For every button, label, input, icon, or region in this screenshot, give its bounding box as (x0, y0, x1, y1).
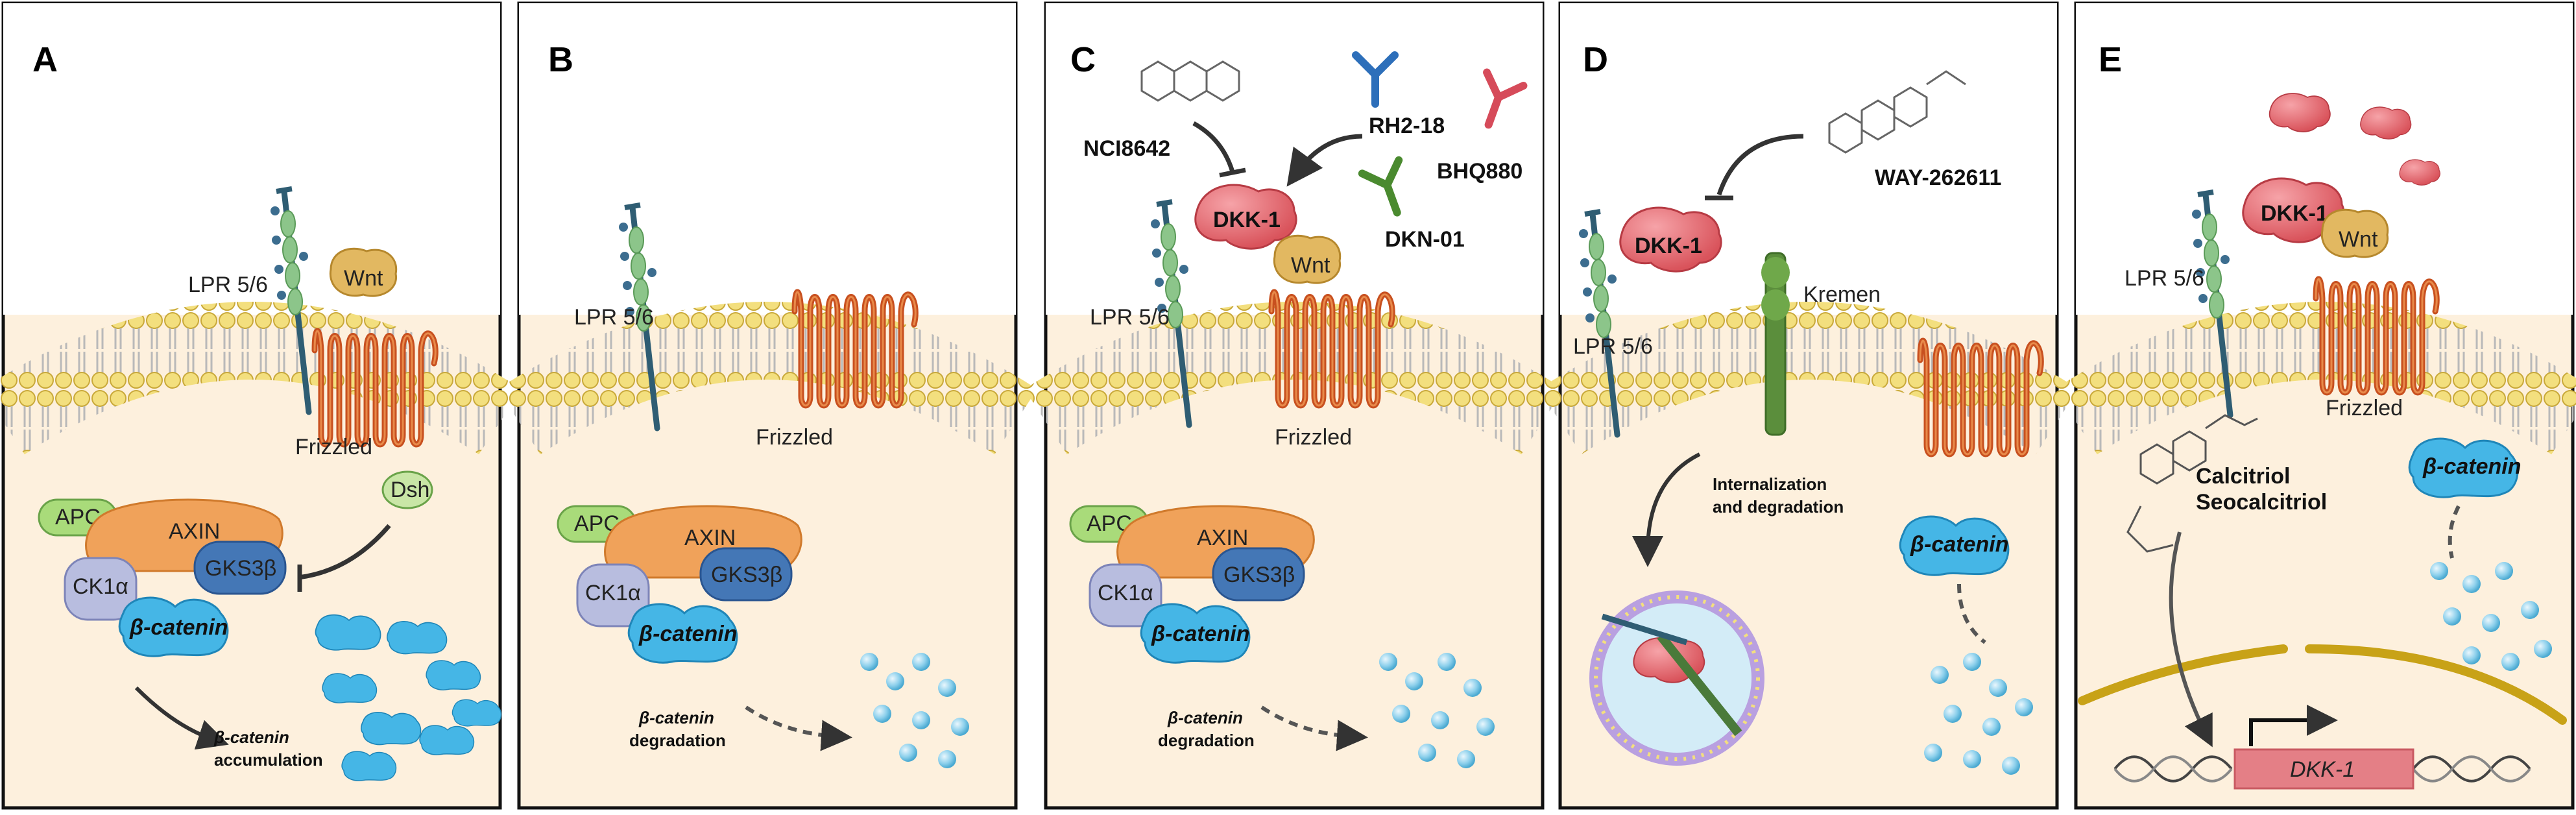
wnt-label-c: Wnt (1291, 253, 1330, 278)
gsk-label-b: GKS3β (711, 563, 782, 587)
note-line2-c: degradation (1158, 731, 1255, 750)
bcat-label-a: β-catenin (129, 615, 228, 640)
nci8642-structure (1140, 60, 1240, 102)
dkk-label-c: DKK-1 (1213, 208, 1281, 232)
lrp-label-c: LPR 5/6 (1090, 305, 1170, 330)
frizzled-label-e: Frizzled (2326, 396, 2403, 420)
gsk3b-protein-b (699, 547, 793, 602)
panel-b: B LPR 5/6 Frizzled APC AXIN CK1α GKS3β β… (498, 1, 1037, 810)
frizzled-label-a: Frizzled (295, 435, 372, 459)
note-line2-d: and degradation (1713, 497, 1844, 517)
wnt-label-e: Wnt (2339, 227, 2378, 252)
axin-label-a: AXIN (169, 519, 220, 544)
gene-label-e: DKK-1 (2290, 757, 2355, 782)
lrp-label-a: LPR 5/6 (188, 273, 268, 297)
panel-label-a: A (32, 40, 58, 79)
wnt-label-a: Wnt (344, 266, 383, 291)
bcat-label-e: β-catenin (2422, 454, 2521, 479)
panel-label-d: D (1583, 40, 1608, 79)
panel-d: D WAY-262611 LPR 5/6 DKK-1 Kremen Intern… (1539, 1, 2078, 810)
note-line1-d: Internalization (1713, 474, 1827, 494)
bhq880-label: BHQ880 (1437, 159, 1523, 184)
axin-label-c: AXIN (1197, 526, 1248, 550)
endosome-d (1589, 590, 1764, 766)
way262611-label: WAY-262611 (1875, 165, 2001, 190)
dkk1-gene-box (2233, 748, 2414, 790)
nci8642-label: NCI8642 (1083, 136, 1170, 161)
degradation-arrow-e (2448, 505, 2461, 559)
calcitriol-structure (2126, 414, 2258, 553)
drug-line1-e: Calcitriol (2196, 464, 2290, 489)
dkk-label-d: DKK-1 (1635, 234, 1702, 258)
accumulation-arrow-a (134, 686, 229, 750)
note-line1-c: β-catenin (1167, 708, 1243, 727)
ck1-protein-c (1089, 563, 1162, 627)
bcat-label-b: β-catenin (638, 622, 737, 646)
panel-c: C NCI8642 RH2-18 BHQ880 DKN-01 LPR 5/6 D… (1024, 1, 1564, 810)
note-line1-a: β-catenin (213, 727, 289, 747)
axin-label-b: AXIN (684, 526, 736, 550)
degradation-arrow-c (1260, 705, 1368, 751)
frizzled-label-b: Frizzled (756, 425, 833, 450)
dkk-label-e: DKK-1 (2261, 201, 2328, 226)
way-inhibit-arrow (1716, 134, 1804, 196)
degradation-arrow-b (745, 705, 852, 751)
gsk3b-protein-a (193, 541, 287, 595)
lrp-label-d: LPR 5/6 (1573, 334, 1653, 359)
bcat-label-c: β-catenin (1151, 622, 1249, 646)
note-line2-a: accumulation (214, 750, 323, 770)
degradation-arrow-d (1957, 583, 1986, 644)
lrp-label-b: LPR 5/6 (574, 305, 654, 330)
ck1-protein-a (64, 557, 138, 621)
frizzled-label-c: Frizzled (1275, 425, 1352, 450)
dna-helix-e (2113, 755, 2531, 783)
gsk3b-protein-c (1212, 547, 1305, 602)
ck1-label-a: CK1α (73, 574, 128, 599)
panel-label-c: C (1070, 40, 1096, 79)
note-line1-b: β-catenin (638, 708, 714, 727)
panel-a: A LPR 5/6 Wnt Frizzled Dsh APC AXIN CK1α… (0, 1, 522, 810)
way262611-structure (1828, 70, 1966, 154)
ck1-protein-b (576, 563, 650, 627)
kremen-label-d: Kremen (1803, 282, 1881, 307)
transcription-arrow-e (2169, 531, 2213, 748)
drug-line2-e: Seocalcitriol (2196, 490, 2327, 515)
panel-label-b: B (548, 40, 573, 79)
dsh-protein-a (381, 470, 433, 509)
internalization-arrow-d (1632, 452, 1701, 567)
panel-e: E LPR 5/6 DKK-1 Wnt Frizzled Calcitriol … (2054, 1, 2576, 810)
nuclear-envelope-left-e (2078, 644, 2288, 705)
ck1-label-b: CK1α (585, 581, 641, 605)
gsk-label-c: GKS3β (1223, 563, 1295, 587)
lrp-label-e: LPR 5/6 (2125, 266, 2204, 291)
ck1-label-c: CK1α (1098, 581, 1153, 605)
promoter-arrow-e (2249, 705, 2338, 746)
bcat-label-d: β-catenin (1910, 532, 2008, 557)
kremen-receptor-d (1761, 252, 1790, 436)
rh2-18-label: RH2-18 (1369, 114, 1445, 138)
dkn01-label: DKN-01 (1385, 227, 1465, 252)
dsh-label-a: Dsh (391, 478, 429, 502)
inhibition-arrow-a (298, 524, 391, 580)
note-line2-b: degradation (629, 731, 726, 750)
antibody-arrow (1286, 134, 1363, 187)
nuclear-envelope-right-e (2305, 644, 2567, 725)
panel-label-e: E (2099, 40, 2122, 79)
gsk-label-a: GKS3β (205, 556, 276, 581)
nci-inhibit-arrow (1192, 121, 1235, 173)
